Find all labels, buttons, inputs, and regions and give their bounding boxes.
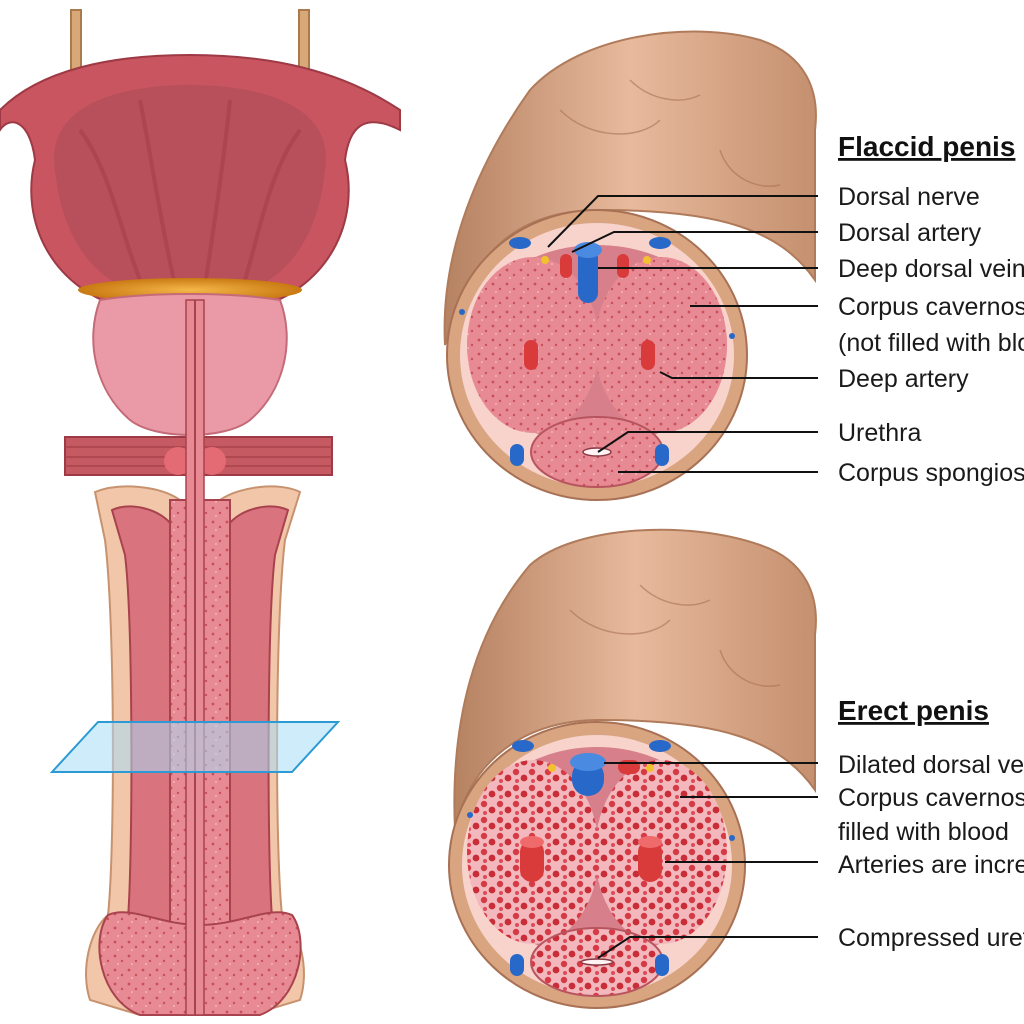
label-corpus-cavernosum: Corpus cavernosum	[838, 293, 1024, 321]
section-plane	[49, 721, 341, 773]
label-urethra: Urethra	[838, 419, 921, 447]
flaccid-labels: Flaccid penis Dorsal nerve Dorsal artery…	[838, 131, 1024, 487]
flaccid-deep-artery-right	[641, 340, 655, 370]
bladder-cavity	[53, 85, 327, 290]
label-corpus-spongiosum: Corpus spongiosum	[838, 459, 1024, 487]
right-ureter	[298, 9, 310, 71]
label-dorsal-nerve: Dorsal nerve	[838, 183, 980, 211]
left-ureter	[70, 9, 82, 71]
erect-deep-artery-right	[638, 840, 662, 882]
label-erect-corpus-cavernosum: Corpus cavernosum	[838, 784, 1024, 812]
label-deep-dorsal-vein: Deep dorsal vein	[838, 255, 1024, 283]
flaccid-dorsal-artery-right	[617, 254, 629, 278]
erect-heading: Erect penis	[838, 695, 989, 726]
label-compressed-urethra: Compressed urethra	[838, 924, 1024, 952]
longitudinal-view	[0, 9, 401, 1016]
label-deep-artery: Deep artery	[838, 365, 969, 393]
label-dorsal-artery: Dorsal artery	[838, 219, 982, 247]
flaccid-deep-dorsal-vein	[578, 248, 598, 303]
erect-deep-artery-left	[520, 840, 544, 882]
flaccid-cross-section	[443, 30, 817, 501]
erect-labels: Erect penis Dilated dorsal vein Corpus c…	[838, 695, 1024, 952]
erect-shaft-skin	[453, 528, 817, 831]
flaccid-corpus-cavernosum-right	[595, 257, 727, 433]
label-arteries-increased: Arteries are increased	[838, 851, 1024, 879]
flaccid-heading: Flaccid penis	[838, 131, 1015, 162]
label-dilated-dorsal-vein: Dilated dorsal vein	[838, 751, 1024, 779]
label-not-filled: (not filled with blood)	[838, 329, 1024, 357]
flaccid-dorsal-artery-left	[560, 254, 572, 278]
flaccid-dorsal-nerve	[541, 256, 549, 264]
flaccid-deep-artery-left	[524, 340, 538, 370]
flaccid-urethra	[582, 447, 612, 457]
leader-lines	[547, 195, 818, 959]
erect-compressed-urethra	[580, 958, 614, 966]
label-filled-with-blood: filled with blood	[838, 818, 1009, 846]
